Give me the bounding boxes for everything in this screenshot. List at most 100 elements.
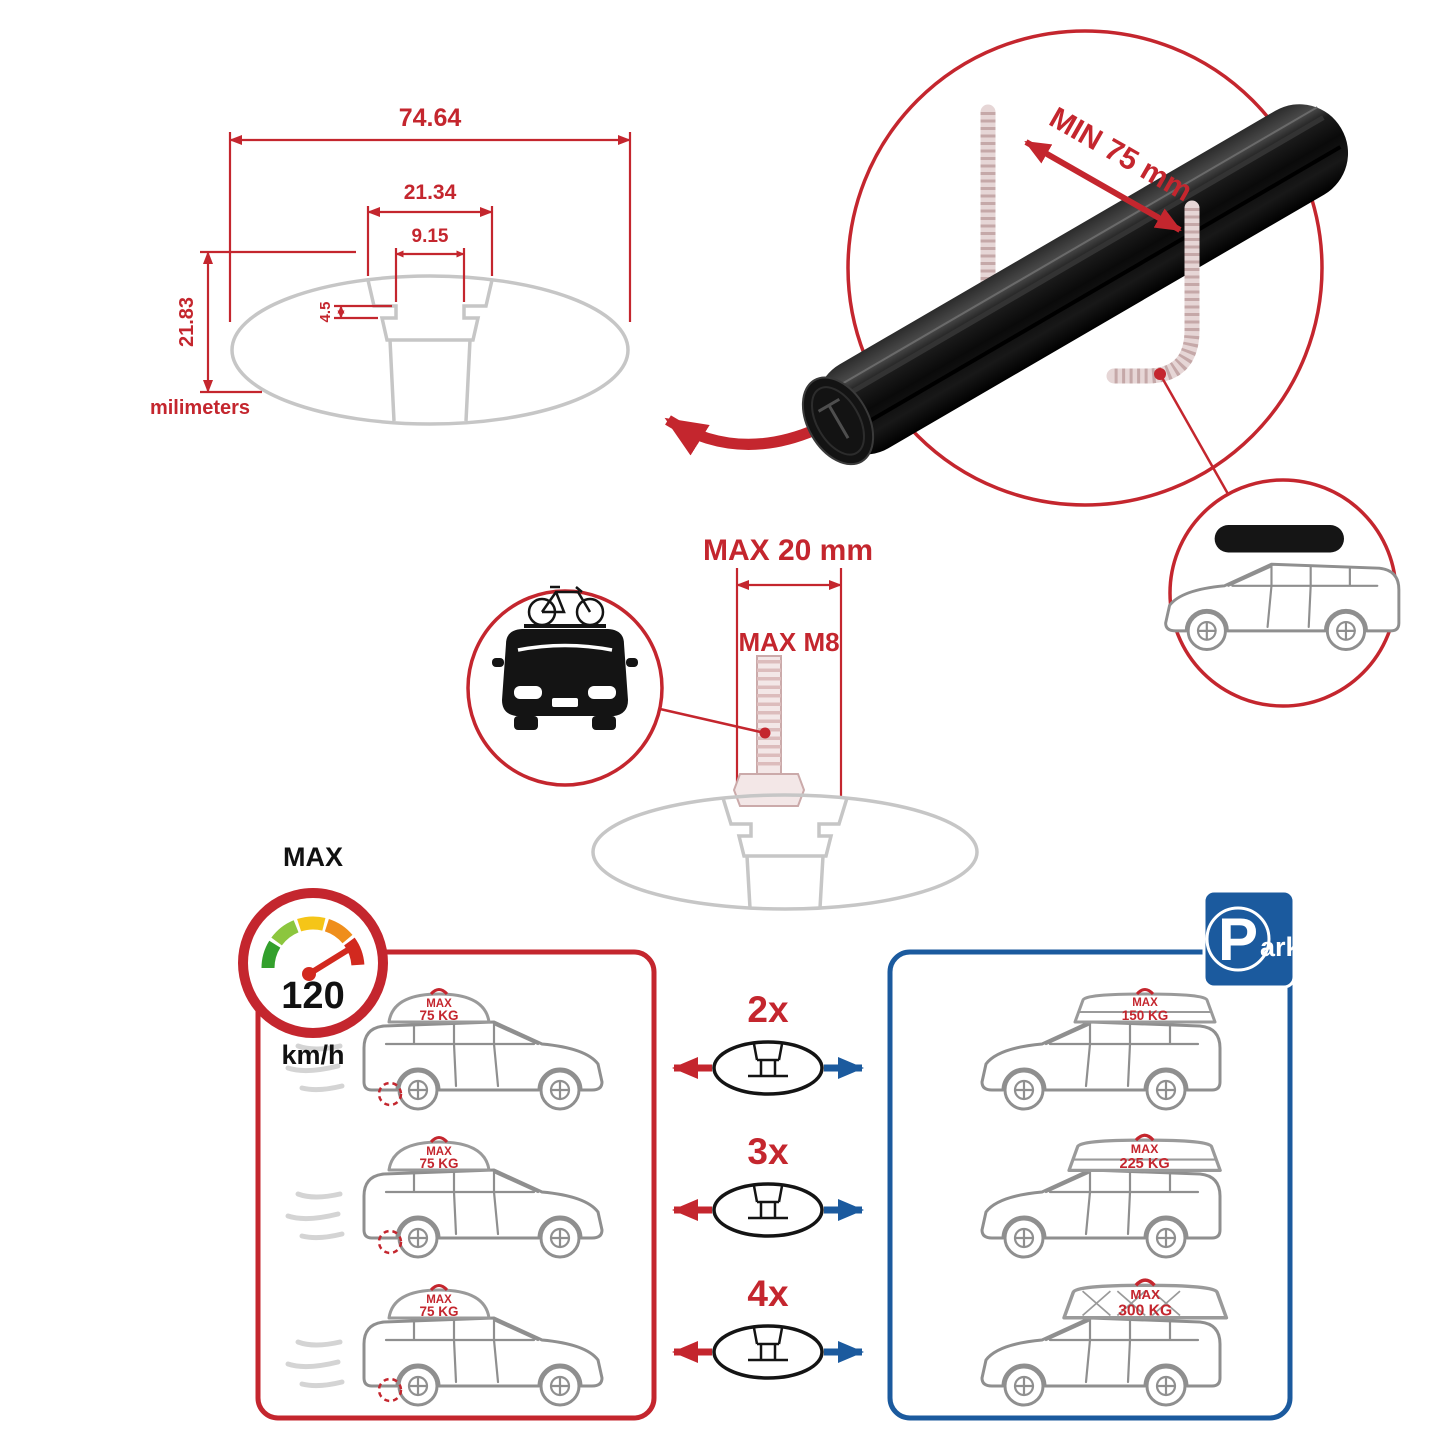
unit-label: milimeters <box>150 397 250 419</box>
dim-channel-width-label: 21.34 <box>404 181 457 204</box>
cargo-logo-mark <box>429 988 449 996</box>
speedometer-circle <box>238 888 388 1038</box>
cargo-max-label: MAX <box>426 998 452 1010</box>
bolt-head <box>732 773 806 807</box>
mirror-right <box>626 658 638 667</box>
cargo-load-value: 150 KG <box>1122 1008 1169 1023</box>
detail-circle <box>846 29 1324 507</box>
roof-box <box>1214 525 1344 553</box>
crossbar-profile-icon <box>712 1324 824 1380</box>
headlight-right <box>588 686 616 699</box>
cargo-logo-mark <box>1134 1133 1155 1142</box>
driving-car-row-2: MAX 75 KG <box>285 1136 604 1259</box>
roofbox-car-illustration <box>1164 525 1401 651</box>
wheel-spin-mark <box>377 1081 403 1107</box>
cargo-load-value: 75 KG <box>419 1304 458 1319</box>
bike-car-badge <box>466 585 664 787</box>
parked-car-row-3: MAX 300 KG <box>980 1278 1229 1407</box>
dim-total-width-label: 74.64 <box>399 104 462 132</box>
multiplier-label: 4x <box>747 1273 789 1314</box>
cargo-logo-mark <box>429 1136 449 1144</box>
parked-car-row-1: MAX 150 KG <box>980 988 1222 1111</box>
min-gap-arrow <box>1024 139 1182 233</box>
speed-unit: km/h <box>281 1040 344 1070</box>
gauge-hub <box>302 967 316 981</box>
roof-cargo-box: MAX 225 KG <box>1067 1133 1222 1172</box>
multiplier-row-3: 4x <box>672 1273 864 1380</box>
crossbar-body <box>815 104 1349 455</box>
t-slot-channel-profile <box>366 279 494 342</box>
cargo-max-label: MAX <box>426 1294 452 1306</box>
roof-cargo-bag: MAX 75 KG <box>387 1136 491 1172</box>
gauge-needle <box>306 945 354 977</box>
min-gap-label: MIN 75 mm <box>1044 101 1198 208</box>
u-bolt-right-rod-threads <box>1114 208 1200 384</box>
ext-lines-channel-width <box>366 206 494 276</box>
dim-lip-label: 4.5 <box>317 302 334 323</box>
bar-3d-detail: MIN 75 mm <box>801 29 1349 507</box>
ext-lines-total-width <box>228 132 632 322</box>
crossbar-3d <box>801 104 1349 466</box>
driving-car-row-3: MAX 75 KG <box>285 1284 604 1407</box>
roofbox-car-badge <box>1164 478 1401 708</box>
park-sign: P ark <box>1202 889 1302 989</box>
channel-stem-lines <box>388 339 472 422</box>
crossbar-groove-top <box>838 115 1325 402</box>
cargo-logo-mark <box>429 1284 449 1292</box>
cargo-max-label: MAX <box>426 1146 452 1158</box>
park-sign-p: P <box>1218 906 1258 973</box>
cargo-load-value: 225 KG <box>1119 1156 1169 1172</box>
bolt-max-length-label: MAX 20 mm <box>703 534 873 567</box>
cargo-logo-mark <box>1135 988 1155 996</box>
crossbar-profile-icon <box>712 1182 824 1238</box>
bolt-diagram: MAX 20 mm MAX M8 <box>466 534 979 911</box>
basket-lattice <box>1081 1290 1181 1317</box>
cargo-logo-mark <box>1134 1278 1156 1287</box>
headlight-left <box>514 686 542 699</box>
park-sign-ring <box>1205 906 1271 972</box>
roof-cargo-box: MAX 150 KG <box>1073 988 1217 1024</box>
bolt-ext-lines <box>735 568 843 797</box>
adapter-profile-ellipse <box>591 793 979 911</box>
cargo-load-value: 75 KG <box>419 1008 458 1023</box>
license-plate <box>552 698 578 707</box>
clamp-leader-line <box>1158 373 1230 495</box>
bolt-leader-dot <box>759 727 771 739</box>
driving-car-row-1: MAX 75 KG <box>285 988 604 1111</box>
crossbar-end-ring <box>811 386 865 456</box>
cross-section-diagram: 74.64 21.34 9.15 4.5 21.83 milimeters <box>150 104 632 426</box>
cargo-load-value: 75 KG <box>419 1156 458 1171</box>
wheel-spin-mark <box>377 1377 403 1403</box>
roof-cargo-bag: MAX 75 KG <box>387 1284 491 1320</box>
ext-lines-lip <box>334 304 392 320</box>
roof-cargo-basket: MAX 300 KG <box>1062 1278 1229 1320</box>
crossbar-groove-slot <box>855 145 1342 431</box>
bolt-leader-line <box>659 707 766 735</box>
dim-slot-width-label: 9.15 <box>412 226 449 247</box>
car-windshield-line <box>517 643 613 652</box>
multiplier-row-2: 3x <box>672 1131 864 1238</box>
parked-car-row-2: MAX 225 KG <box>980 1133 1222 1259</box>
adapter-stem <box>745 855 825 909</box>
multiplier-label: 2x <box>747 989 789 1030</box>
cargo-max-label: MAX <box>1131 1142 1159 1156</box>
cargo-max-label: MAX <box>1130 1287 1160 1302</box>
crossbar-profile-icon <box>712 1040 824 1096</box>
park-sign-board <box>1202 889 1296 989</box>
speed-value: 120 <box>281 975 344 1017</box>
wheel-right <box>592 716 616 730</box>
dim-total-height-label: 21.83 <box>176 297 198 347</box>
mirror-left <box>492 658 504 667</box>
bolt-max-thread-label: MAX M8 <box>738 627 839 657</box>
gauge-arc <box>261 916 365 969</box>
speed-max-label: MAX <box>283 842 343 872</box>
multiplier-row-1: 2x <box>672 989 864 1096</box>
wheel-spin-mark <box>377 1229 403 1255</box>
speed-limit-badge: MAX 120 km/h <box>238 842 388 1070</box>
cargo-load-value: 300 KG <box>1118 1302 1172 1319</box>
wheel-left <box>514 716 538 730</box>
multiplier-label: 3x <box>747 1131 789 1172</box>
crossbar-highlight <box>832 106 1318 390</box>
